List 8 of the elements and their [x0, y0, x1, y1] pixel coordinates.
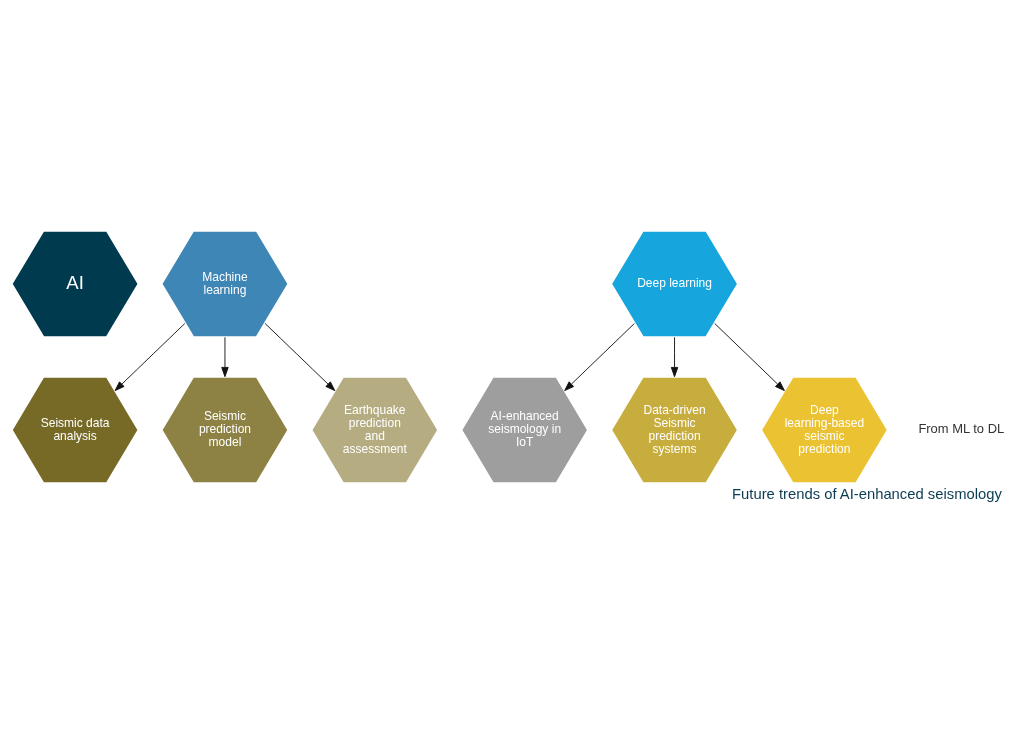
caption: Future trends of AI-enhanced seismology [732, 485, 1002, 502]
arrow [221, 336, 229, 377]
arrow [264, 322, 336, 391]
label: From ML to DL [918, 420, 1005, 436]
arrow [114, 322, 186, 391]
arrow [670, 336, 679, 377]
arrow [564, 322, 635, 391]
arrow [714, 322, 785, 391]
